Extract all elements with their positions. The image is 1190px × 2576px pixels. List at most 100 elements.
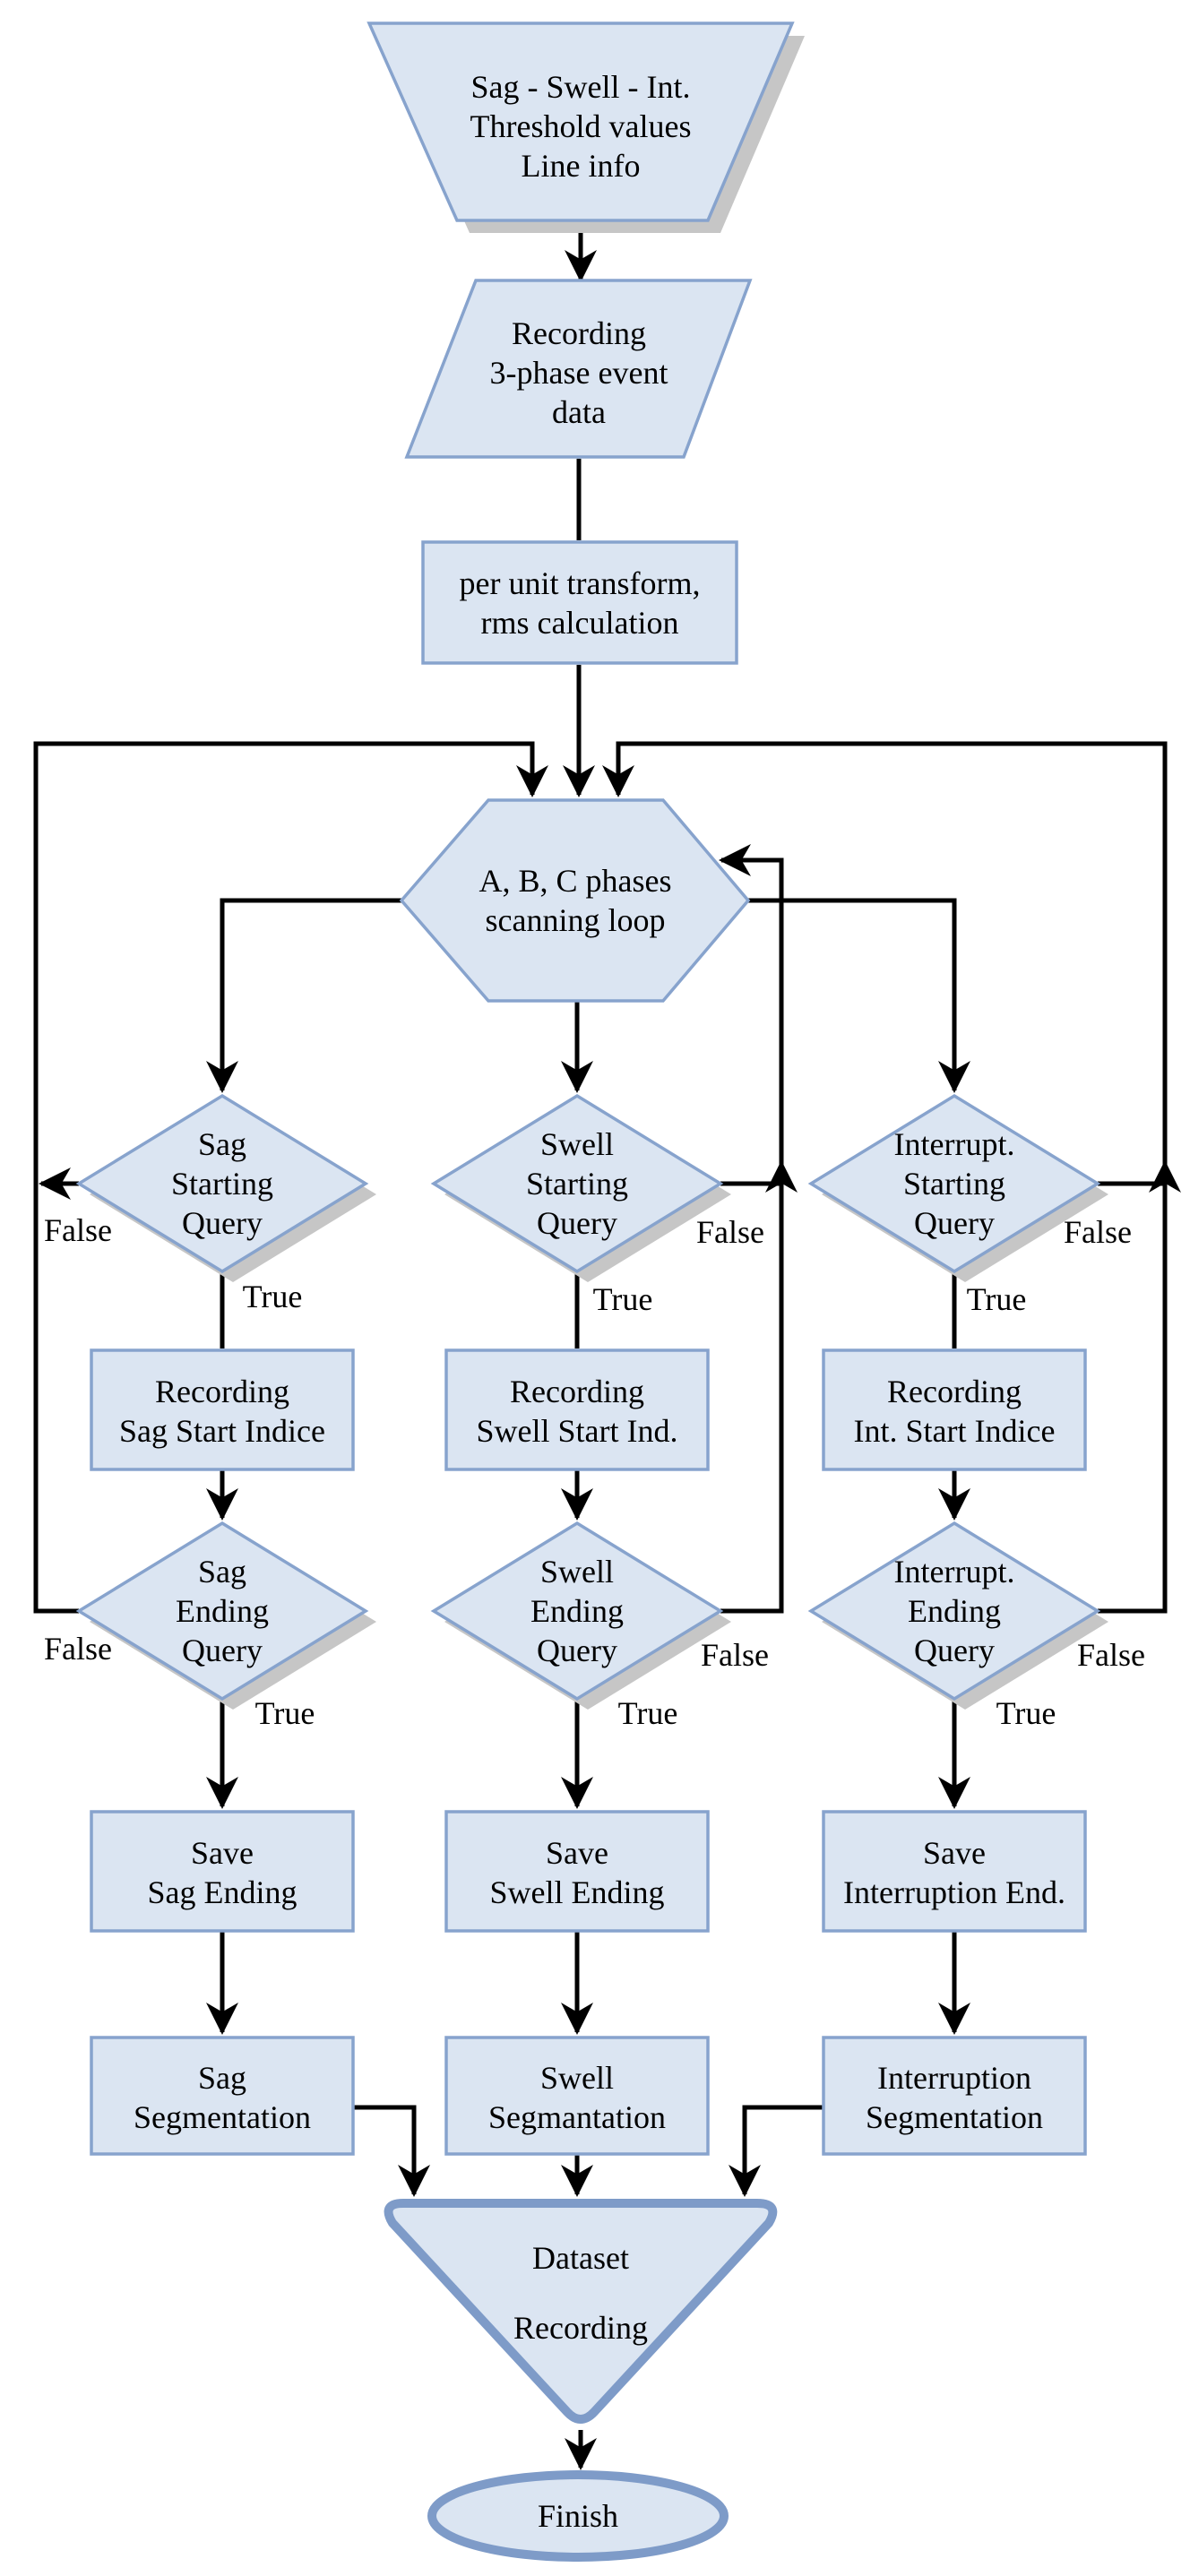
node-swell-segmentation: Swell Segmantation [444, 2036, 710, 2156]
seg-swell-shape [444, 2036, 710, 2156]
input-recording-line-1: Recording [512, 315, 646, 351]
recording-int-shape [822, 1348, 1087, 1471]
int-ending-line-3: Query [914, 1633, 995, 1668]
save-swell-line-1: Save [546, 1835, 608, 1871]
save-int-line-1: Save [923, 1835, 986, 1871]
node-recording-sag-start: Recording Sag Start Indice [90, 1348, 355, 1471]
int-ending-line-2: Ending [908, 1593, 1001, 1629]
scan-loop-shape [399, 798, 751, 1003]
input-thresholds-line-2: Threshold values [470, 108, 692, 144]
save-int-shape [822, 1810, 1087, 1933]
input-recording-line-2: 3-phase event [490, 355, 668, 391]
edge-labels: False False False True True True False F… [44, 1212, 1145, 1731]
swell-ending-line-2: Ending [530, 1593, 624, 1629]
save-sag-shape [90, 1810, 355, 1933]
swell-ending-line-3: Query [537, 1633, 617, 1668]
input-recording-shape [404, 279, 753, 459]
recording-swell-shape [444, 1348, 710, 1471]
node-finish: Finish [427, 2470, 729, 2562]
edge-segint-to-dataset [729, 2105, 824, 2197]
node-int-starting-query: Interrupt. Starting Query [807, 1093, 1108, 1282]
node-sag-ending-query: Sag Ending Query [75, 1521, 376, 1710]
input-recording-line-3: data [552, 394, 606, 430]
edge-swell-end-false-loopback [719, 844, 784, 1614]
recording-sag-line-1: Recording [155, 1374, 289, 1409]
seg-sag-shape [90, 2036, 355, 2156]
recording-int-line-1: Recording [887, 1374, 1022, 1409]
label-int-end-false: False [1077, 1637, 1145, 1673]
edge-swell-start-false [720, 1160, 798, 1193]
swell-starting-line-1: Swell [540, 1126, 614, 1162]
swell-ending-line-1: Swell [540, 1554, 614, 1590]
node-save-int-ending: Save Interruption End. [822, 1810, 1087, 1933]
label-sag-start-false: False [44, 1212, 112, 1248]
node-swell-ending-query: Swell Ending Query [430, 1521, 731, 1710]
label-sag-end-true: True [255, 1695, 315, 1731]
save-sag-line-2: Sag Ending [148, 1874, 298, 1910]
recording-sag-shape [90, 1348, 355, 1471]
swell-starting-line-2: Starting [526, 1166, 628, 1202]
label-sag-end-false: False [44, 1631, 112, 1667]
sag-ending-line-2: Ending [176, 1593, 269, 1629]
node-scan-loop: A, B, C phases scanning loop [399, 798, 751, 1003]
per-unit-line-2: rms calculation [481, 605, 679, 641]
sag-starting-line-1: Sag [198, 1126, 246, 1162]
input-thresholds-line-3: Line info [522, 148, 641, 184]
edge-loop-to-int-start [748, 898, 970, 1093]
seg-swell-line-1: Swell [540, 2060, 614, 2096]
edge-int-start-false [1098, 1160, 1181, 1193]
int-starting-line-1: Interrupt. [894, 1126, 1015, 1162]
int-ending-shape [807, 1521, 1101, 1702]
per-unit-shape [421, 540, 738, 665]
sag-starting-line-2: Starting [171, 1166, 273, 1202]
recording-swell-line-1: Recording [510, 1374, 644, 1409]
node-dataset-recording: Dataset Recording [384, 2199, 778, 2424]
node-int-segmentation: Interruption Segmentation [822, 2036, 1087, 2156]
seg-int-line-1: Interruption [877, 2060, 1031, 2096]
scan-loop-line-1: A, B, C phases [479, 863, 672, 899]
label-int-end-true: True [996, 1695, 1056, 1731]
seg-swell-line-2: Segmantation [488, 2099, 666, 2135]
finish-shape [427, 2470, 729, 2562]
recording-sag-line-2: Sag Start Indice [119, 1413, 325, 1449]
save-swell-shape [444, 1810, 710, 1933]
edges [33, 222, 1181, 2470]
swell-ending-shape [430, 1521, 724, 1702]
int-starting-line-2: Starting [903, 1166, 1005, 1202]
seg-sag-line-1: Sag [198, 2060, 246, 2096]
save-swell-line-2: Swell Ending [490, 1874, 665, 1910]
node-int-ending-query: Interrupt. Ending Query [807, 1521, 1108, 1710]
edge-segsag-to-dataset [353, 2105, 430, 2197]
seg-sag-line-2: Segmentation [134, 2099, 311, 2135]
label-swell-end-true: True [618, 1695, 678, 1731]
label-swell-end-false: False [701, 1637, 769, 1673]
save-sag-line-1: Save [191, 1835, 254, 1871]
label-int-start-true: True [967, 1281, 1027, 1317]
node-swell-starting-query: Swell Starting Query [430, 1093, 731, 1282]
per-unit-line-1: per unit transform, [460, 565, 701, 601]
edge-int-end-false-loopback [602, 741, 1168, 1614]
label-swell-start-false: False [696, 1214, 764, 1250]
input-thresholds-line-1: Sag - Swell - Int. [471, 69, 691, 105]
node-recording-int-start: Recording Int. Start Indice [822, 1348, 1087, 1471]
save-int-line-2: Interruption End. [843, 1874, 1065, 1910]
edge-loop-to-sag-start [206, 898, 401, 1093]
node-save-swell-ending: Save Swell Ending [444, 1810, 710, 1933]
sag-starting-shape [75, 1093, 369, 1274]
sag-ending-line-3: Query [182, 1633, 263, 1668]
int-ending-line-1: Interrupt. [894, 1554, 1015, 1590]
sag-ending-shape [75, 1521, 369, 1702]
dataset-line-2: Recording [513, 2310, 648, 2346]
finish-label: Finish [538, 2498, 618, 2534]
node-input-thresholds: Sag - Swell - Int. Threshold values Line… [366, 22, 805, 233]
dataset-line-1: Dataset [532, 2240, 629, 2276]
dataset-shape [384, 2199, 778, 2424]
seg-int-shape [822, 2036, 1087, 2156]
label-sag-start-true: True [243, 1279, 303, 1314]
swell-starting-line-3: Query [537, 1205, 617, 1241]
int-starting-line-3: Query [914, 1205, 995, 1241]
recording-int-line-2: Int. Start Indice [854, 1413, 1056, 1449]
sag-starting-line-3: Query [182, 1205, 263, 1241]
